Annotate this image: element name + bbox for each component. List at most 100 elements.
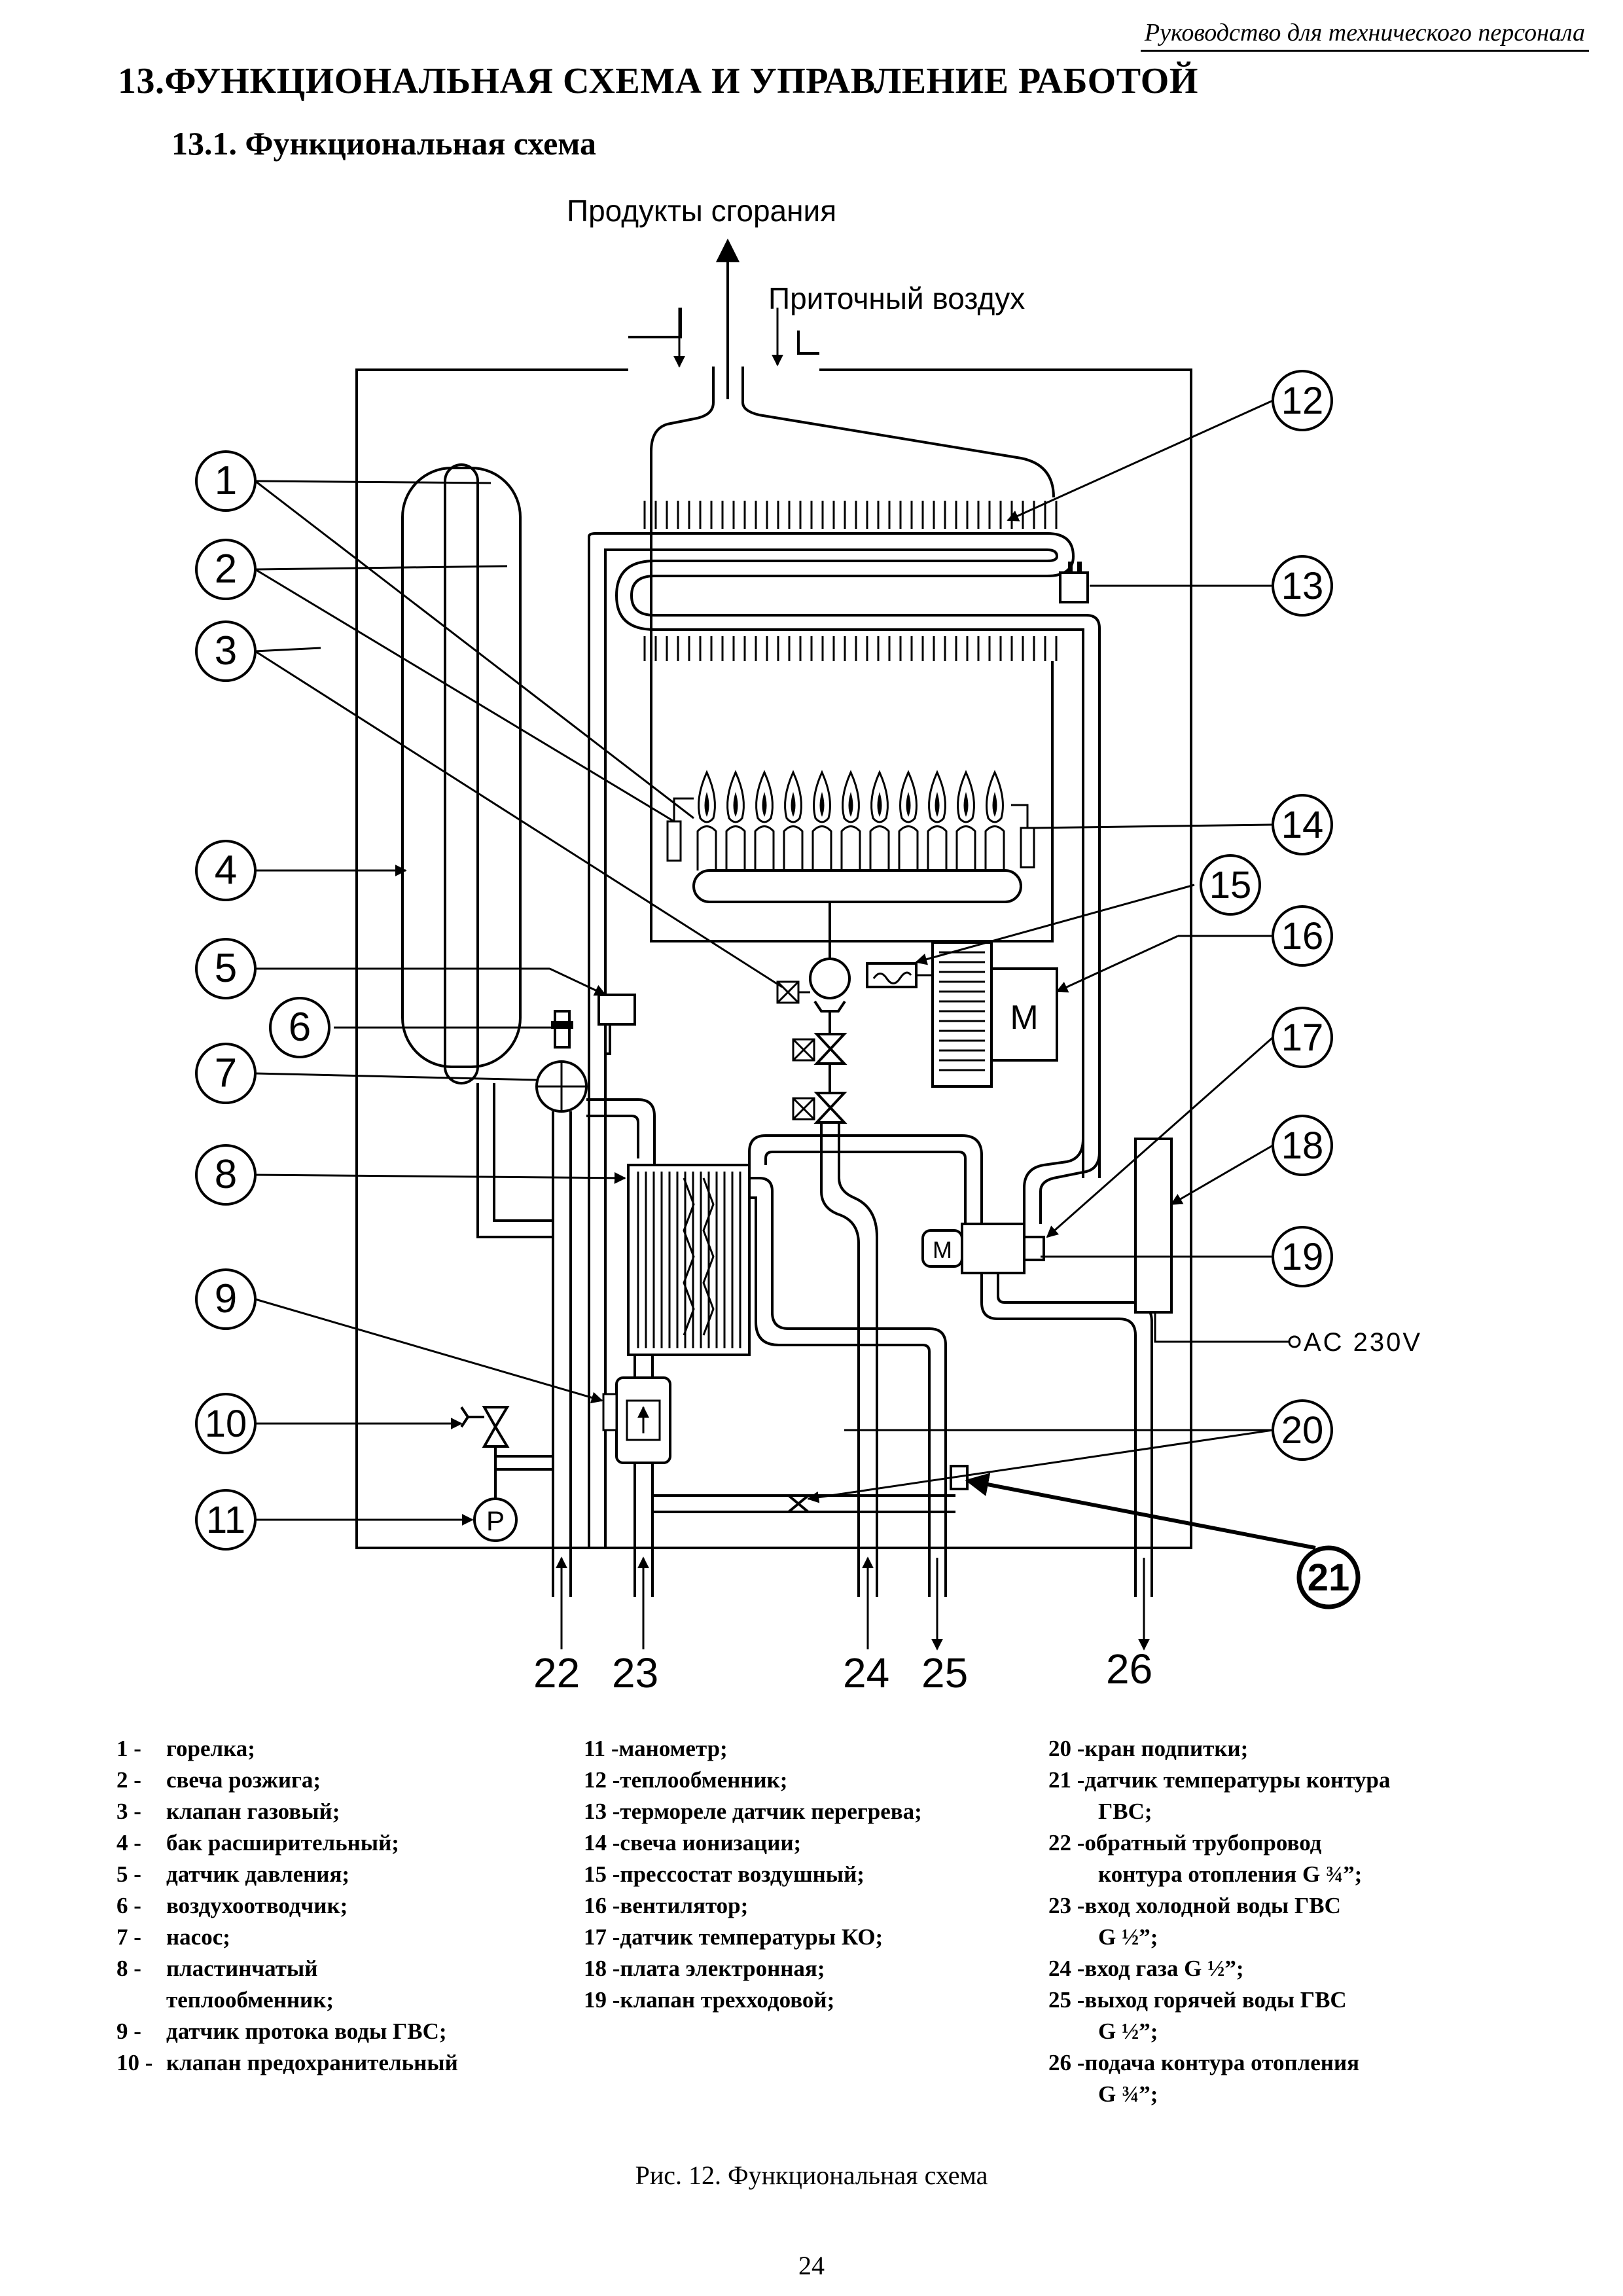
- leader-18: [1170, 1144, 1274, 1206]
- legend-item: 16 - вентилятор;: [584, 1890, 922, 1922]
- legend-item: 7 - насос;: [116, 1922, 458, 1953]
- callout-number-6: 6: [289, 1005, 311, 1050]
- legend-item-number: 17 -: [584, 1924, 620, 1950]
- legend-item-number: 1 -: [116, 1736, 141, 1761]
- legend-item-text: прессостат воздушный;: [620, 1861, 865, 1887]
- legend-item-continuation: ГВС;: [1098, 1799, 1152, 1824]
- fan-motor: [990, 967, 1058, 1062]
- section-title: 13.ФУНКЦИОНАЛЬНАЯ СХЕМА И УПРАВЛЕНИЕ РАБ…: [118, 61, 1198, 101]
- combustion-hood-right: [741, 393, 1055, 498]
- legend-item-text: манометр;: [618, 1736, 728, 1761]
- legend-item-number: 15 -: [584, 1861, 620, 1887]
- callout-number-5: 5: [215, 946, 237, 991]
- dhw-flow-sensor-connector: [602, 1393, 618, 1431]
- ch-temperature-sensor: [1023, 1236, 1045, 1261]
- legend-item-number: 5 -: [116, 1861, 141, 1887]
- callout-circle-17: [1272, 1007, 1333, 1068]
- air-intake-duct-right: [797, 331, 819, 355]
- callout-circle-12: [1272, 370, 1333, 431]
- leader-1b: [255, 480, 491, 484]
- burner-nozzle: [984, 770, 1005, 870]
- legend-item-number: 2 -: [116, 1767, 141, 1793]
- gas-valve-body: [809, 958, 851, 999]
- callout-number-16: 16: [1281, 915, 1324, 958]
- callout-circle-13: [1272, 555, 1333, 617]
- air-vent-cap: [551, 1021, 573, 1029]
- burner-flame-core: [935, 792, 940, 817]
- safety-valve-pipe: [494, 1446, 553, 1499]
- burner-flame-core: [704, 792, 709, 817]
- connection-label-26: 26: [1106, 1645, 1152, 1693]
- legend-item: 15 - прессостат воздушный;: [584, 1859, 922, 1890]
- figure-caption: Рис. 12. Функциональная схема: [635, 2161, 988, 2190]
- legend-item: 2 - свеча розжига;: [116, 1765, 458, 1796]
- legend-item-text: датчик протока воды ГВС;: [166, 2018, 447, 2044]
- control-board: [1134, 1138, 1173, 1314]
- callout-number-20: 20: [1281, 1409, 1324, 1452]
- legend-item-text: кран подпитки;: [1084, 1736, 1249, 1761]
- burner-nozzle: [783, 770, 804, 870]
- callout-number-9: 9: [215, 1276, 237, 1321]
- boiler-casing: [355, 368, 1192, 1549]
- heating-supply-pipe-26: [980, 1273, 1137, 1597]
- leader-7: [255, 1072, 537, 1081]
- power-supply-label: AC 230V: [1304, 1328, 1422, 1357]
- burner-nozzle-body: [955, 825, 976, 870]
- legend-item-text: свеча ионизации;: [620, 1830, 802, 1856]
- legend-item-number: 3 -: [116, 1799, 141, 1824]
- burner-flame-core: [877, 792, 882, 817]
- expansion-tank: [401, 467, 522, 1068]
- combustion-hood: [650, 393, 1054, 942]
- expansion-tank-pipe: [476, 1083, 553, 1238]
- burner-nozzle-body: [783, 825, 804, 870]
- callout-circle-10: [195, 1393, 257, 1454]
- leader-14: [1033, 823, 1274, 829]
- burner-nozzle: [812, 770, 832, 870]
- callout-number-7: 7: [215, 1050, 237, 1096]
- three-way-valve-top-pipe: [748, 1134, 983, 1224]
- leader-9: [255, 1298, 603, 1404]
- legend-item-number: 9 -: [116, 2018, 141, 2044]
- burner-nozzle-body: [927, 825, 948, 870]
- callout-number-15: 15: [1209, 864, 1252, 906]
- leader-15: [915, 884, 1195, 965]
- legend-item-continuation: G ½”;: [1098, 1924, 1158, 1950]
- leader-12: [1007, 399, 1274, 522]
- callout-number-12: 12: [1281, 380, 1324, 422]
- legend-item: 26 - подача контура отопления: [1048, 2047, 1390, 2079]
- burner-manifold: [692, 869, 1022, 903]
- burner-nozzle: [754, 770, 775, 870]
- callout-circle-19: [1272, 1226, 1333, 1287]
- expansion-tank-neck: [444, 463, 479, 1085]
- legend-item-continuation: G ¾”;: [1098, 2081, 1158, 2107]
- legend-item-number: 6 -: [116, 1893, 141, 1918]
- plate-heat-exchanger-plates: [637, 1172, 741, 1348]
- legend-item-continuation: G ½”;: [1098, 2018, 1158, 2044]
- leader-17: [1046, 1036, 1274, 1238]
- burner-flame-core: [906, 792, 911, 817]
- fan-housing: [931, 941, 993, 1088]
- legend-item: 6 - воздухоотводчик;: [116, 1890, 458, 1922]
- burner-nozzle: [869, 770, 890, 870]
- three-way-valve-to-hx-inner: [1039, 1151, 1101, 1224]
- callout-number-19: 19: [1281, 1236, 1324, 1278]
- legend-item-number: 8 -: [116, 1956, 141, 1981]
- burner-nozzle: [840, 770, 861, 870]
- callout-circle-14: [1272, 794, 1333, 855]
- three-way-valve-top-pipe-inner: [764, 1151, 967, 1224]
- burner-flame-core: [992, 792, 997, 817]
- gas-inlet-pipe-inner: [838, 1122, 878, 1597]
- burner-flame-core: [762, 792, 767, 817]
- callout-number-8: 8: [215, 1152, 237, 1197]
- burner-nozzle-body: [898, 825, 919, 870]
- burner-nozzle: [955, 770, 976, 870]
- legend-item-text: датчик температуры контура: [1084, 1767, 1391, 1793]
- manometer-symbol: P: [486, 1505, 505, 1536]
- callout-circle-7: [195, 1043, 257, 1104]
- legend-item: 11 - манометр;: [584, 1733, 922, 1765]
- legend-item-number: 10 -: [116, 2050, 153, 2075]
- pump-to-plate-hx: [586, 1098, 656, 1176]
- legend-item: 4 - бак расширительный;: [116, 1827, 458, 1859]
- gas-solenoid-2-coil-x: [792, 1097, 815, 1121]
